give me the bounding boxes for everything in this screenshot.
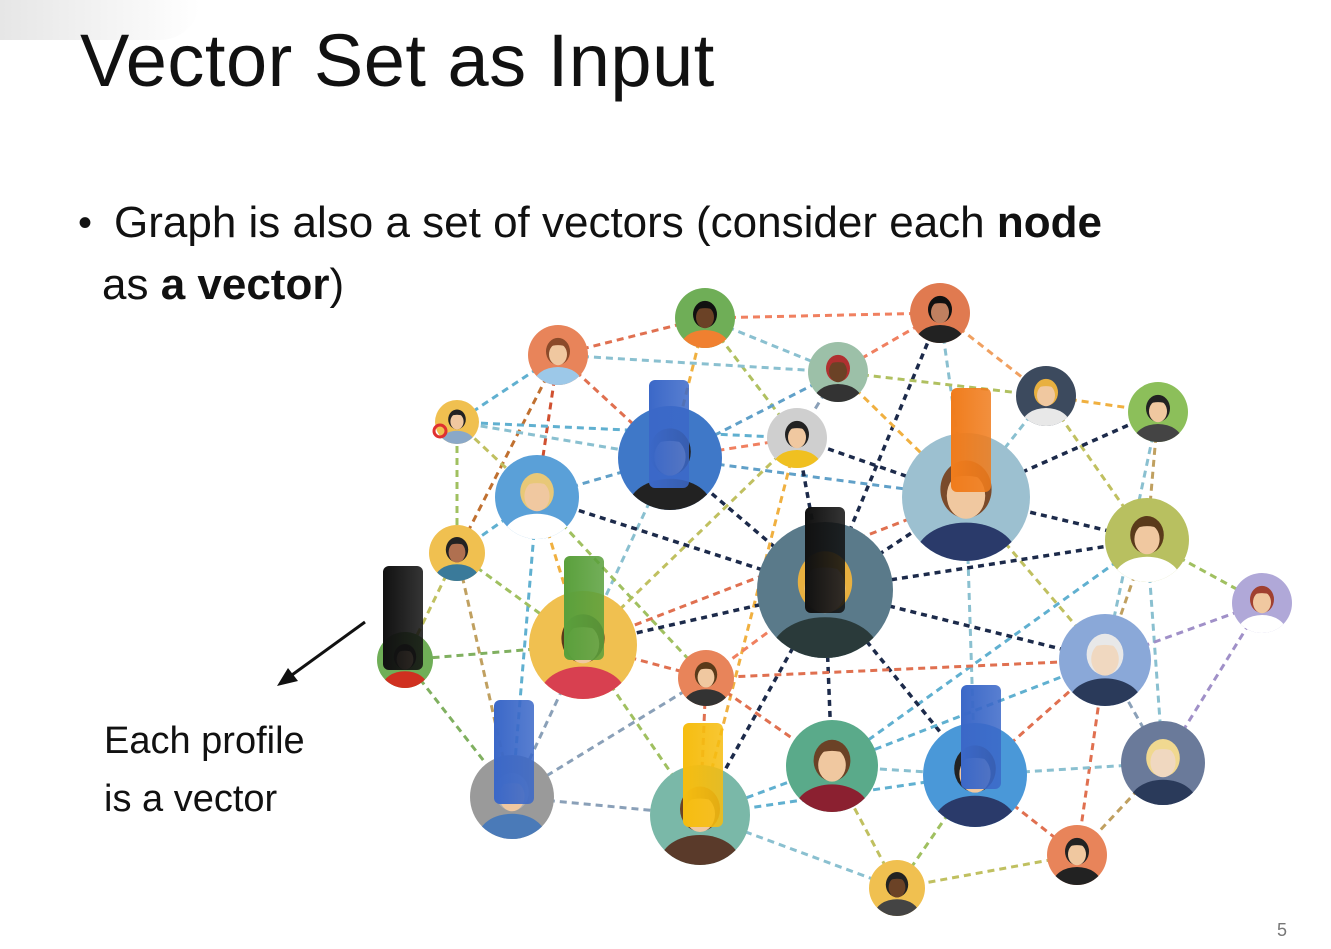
graph-edge [705, 658, 1106, 680]
graph-edge [704, 311, 941, 320]
vector-bar-icon [961, 685, 1001, 789]
person-avatar-icon [1047, 825, 1107, 885]
vector-bar-icon [649, 380, 689, 488]
person-avatar-icon [869, 860, 925, 916]
bullet-point: • Graph is also a set of vectors (consid… [78, 192, 1278, 316]
graph-edge [557, 353, 839, 374]
bullet-text-part2: as [102, 260, 161, 309]
graph-edge [511, 676, 707, 799]
vector-bar-icon [951, 388, 991, 492]
person-avatar-icon [678, 650, 734, 706]
graph-edge [582, 643, 707, 680]
person-avatar-icon [808, 342, 868, 402]
person-avatar-icon [429, 525, 485, 581]
vector-bar-icon [683, 723, 723, 827]
graph-edge [837, 370, 1047, 398]
caption-line2: is a vector [104, 778, 278, 820]
graph-edge [965, 410, 1159, 499]
graph-edge [455, 354, 560, 554]
vector-bar-icon [383, 566, 423, 670]
bullet-bold-node: node [996, 198, 1102, 247]
caption: Each profile is a vector [104, 712, 305, 828]
graph-edge [1103, 539, 1149, 661]
graph-edge [1075, 659, 1107, 856]
graph-edge [896, 853, 1078, 890]
graph-edge [796, 436, 967, 499]
person-avatar-icon [1016, 366, 1076, 426]
person-avatar-icon [1105, 498, 1189, 582]
person-avatar-icon [767, 408, 827, 468]
graph-edge [964, 395, 1048, 498]
person-avatar-icon [1121, 721, 1205, 805]
bullet-text-part1: Graph is also a set of vectors (consider… [114, 198, 997, 247]
graph-vectors [383, 380, 1001, 827]
graph-edge [510, 496, 539, 798]
cursor-marker-icon [432, 423, 448, 439]
person-avatar-icon [1232, 573, 1292, 633]
graph-edge [582, 588, 826, 647]
graph-edge [823, 312, 942, 591]
bullet-bold-vector: a vector [160, 260, 330, 309]
slide-title: Vector Set as Input [80, 19, 715, 102]
page-number: 5 [1276, 920, 1287, 940]
vector-bar-icon [564, 556, 604, 660]
person-avatar-icon [910, 283, 970, 343]
vector-bar-icon [805, 507, 845, 613]
graph-edge [831, 538, 1148, 768]
bullet-text-part3: ) [329, 260, 345, 309]
slide-corner-decoration [0, 0, 200, 40]
person-avatar-icon [786, 720, 878, 812]
person-avatar-icon [1059, 614, 1151, 706]
bullet-text: Graph is also a set of vectors (consider… [102, 192, 1278, 316]
graph-edge [1145, 411, 1160, 541]
vector-bar-icon [494, 700, 534, 804]
person-avatar-icon [675, 288, 735, 348]
graph-edge [581, 436, 799, 647]
person-avatar-icon [1128, 382, 1188, 442]
caption-line1: Each profile [104, 720, 305, 762]
bullet-icon: • [78, 201, 93, 245]
person-avatar-icon [495, 455, 579, 539]
person-avatar-icon [528, 325, 588, 385]
graph-edge [1075, 761, 1165, 857]
graph-edge [669, 436, 798, 460]
caption-arrow [277, 620, 366, 686]
graph-edge [938, 312, 968, 498]
